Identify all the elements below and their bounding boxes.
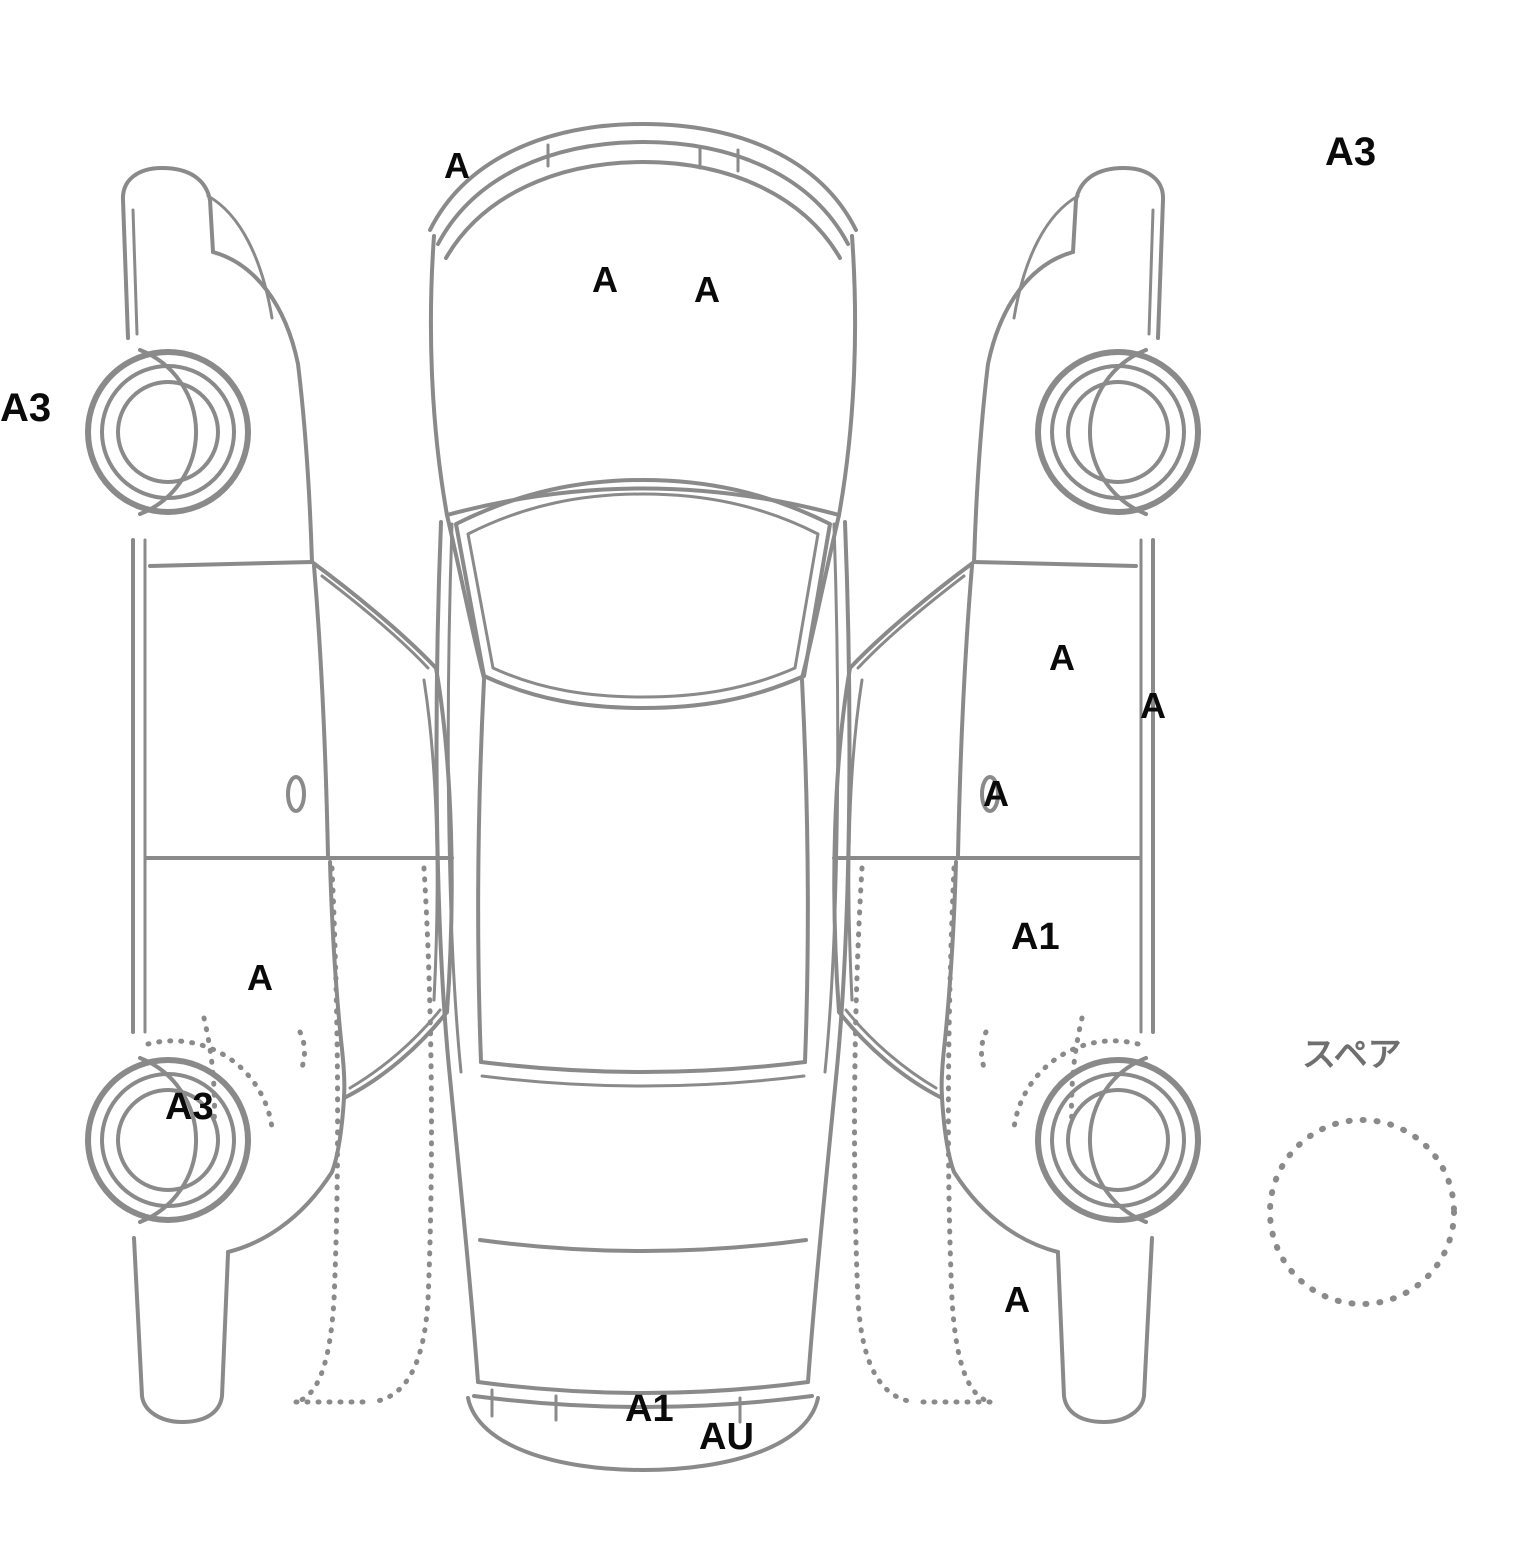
right-side-view bbox=[834, 168, 1198, 1422]
left-side-view bbox=[88, 168, 452, 1422]
rear-bumper bbox=[466, 1380, 820, 1472]
hood bbox=[428, 234, 858, 517]
top-view bbox=[428, 122, 858, 1472]
windshield bbox=[454, 478, 832, 710]
spare-tire-circle bbox=[1267, 1117, 1457, 1307]
front-bumper bbox=[428, 122, 858, 260]
roof-and-body-sides bbox=[434, 513, 852, 1384]
spare-tire bbox=[1267, 1117, 1457, 1307]
